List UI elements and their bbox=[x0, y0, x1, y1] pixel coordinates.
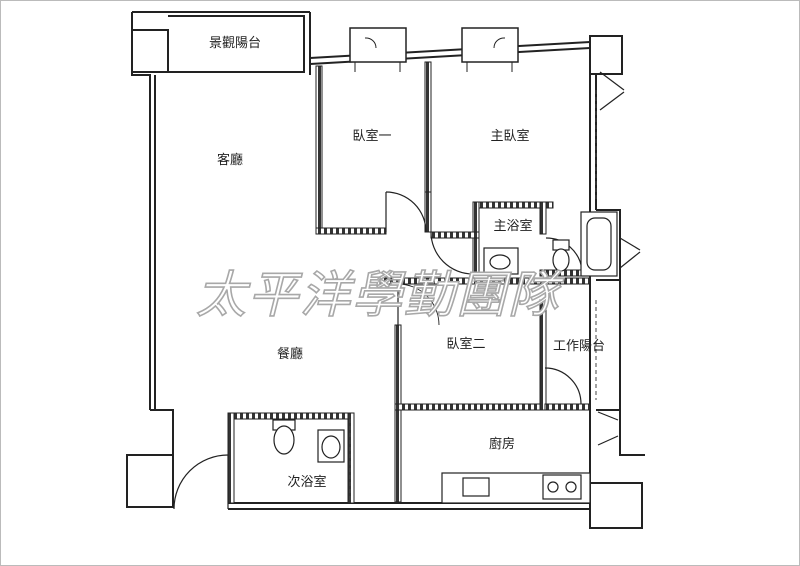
label-work-balcony: 工作陽台 bbox=[553, 339, 605, 354]
window-details bbox=[354, 37, 596, 75]
label-bedroom-two: 臥室二 bbox=[446, 336, 485, 352]
doors bbox=[173, 71, 641, 510]
label-balcony-view: 景觀陽台 bbox=[209, 36, 261, 51]
kitchen-sink bbox=[462, 477, 490, 497]
label-kitchen: 廚房 bbox=[489, 436, 515, 452]
label-living-room: 客廳 bbox=[217, 152, 243, 168]
label-second-bath: 次浴室 bbox=[287, 474, 326, 490]
fixtures bbox=[272, 211, 618, 504]
label-master-bath: 主浴室 bbox=[493, 218, 532, 234]
label-bedroom-one: 臥室一 bbox=[352, 128, 391, 144]
label-master-bedroom: 主臥室 bbox=[490, 128, 529, 144]
dashed-lines bbox=[349, 90, 597, 500]
top-windows bbox=[349, 27, 519, 63]
interior-walls bbox=[227, 61, 591, 504]
watermark: 太平洋學勤團隊 bbox=[196, 266, 564, 324]
label-dining-room: 餐廳 bbox=[277, 346, 303, 362]
room-labels: 景觀陽台 客廳 臥室一 主臥室 主浴室 餐廳 臥室二 工作陽台 廚房 次浴室 bbox=[209, 36, 605, 490]
